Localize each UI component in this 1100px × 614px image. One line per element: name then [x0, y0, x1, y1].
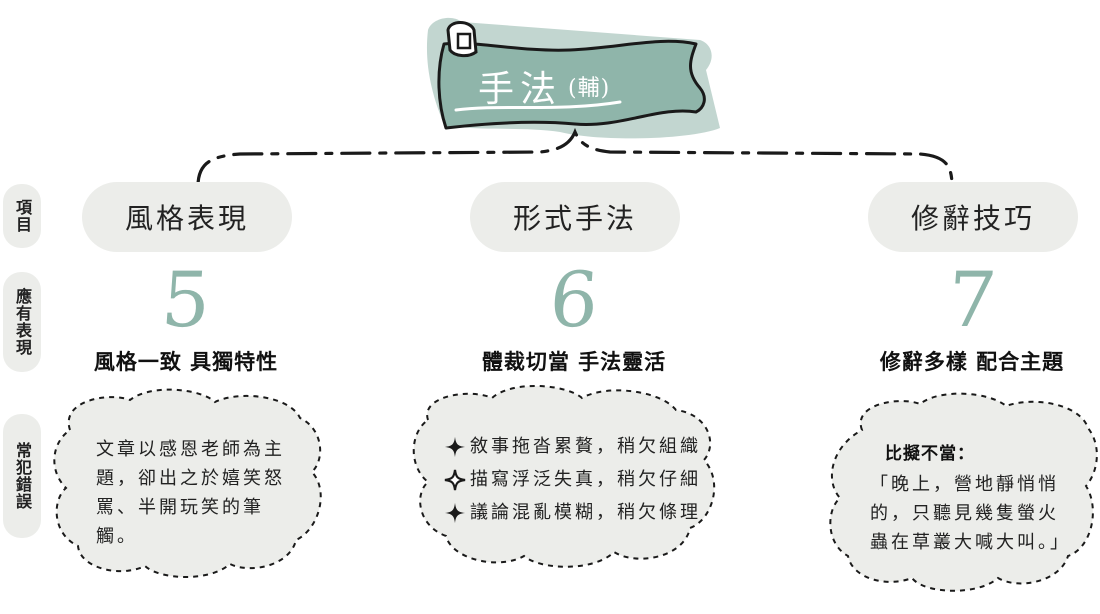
- mistake-cloud-left: [53, 388, 322, 578]
- mistake-text-style: 文章以感恩老師為主題，卻出之於嬉笑怒罵、半開玩笑的筆觸。: [96, 439, 285, 547]
- connector-bracket: [196, 127, 954, 188]
- list-item: 描寫浮泛失真，稍欠仔細: [444, 465, 714, 494]
- score-style: 5: [158, 255, 214, 344]
- score-form: 6: [546, 255, 602, 344]
- row-label-expectation: 應有表現: [3, 272, 41, 372]
- mistake-list-form: 敘事拖沓累贅，稍欠組織 描寫浮泛失真，稍欠仔細 議論混亂模糊，稍欠條理: [444, 432, 714, 531]
- four-point-star-outline-icon: [444, 469, 466, 490]
- banner-highlight: [454, 100, 622, 112]
- expectation-form: 體裁切當 手法靈活: [481, 349, 667, 374]
- mistake-cloud-right: [829, 392, 1098, 592]
- list-item-text: 敘事拖沓累贅，稍欠組織: [470, 436, 701, 457]
- banner-subtitle: (輔): [568, 76, 611, 101]
- banner-curl: [446, 21, 478, 58]
- item-pill-rhetoric: 修辭技巧: [868, 182, 1078, 252]
- list-item-text: 描寫浮泛失真，稍欠仔細: [470, 469, 701, 490]
- list-item-text: 議論混亂模糊，稍欠條理: [470, 502, 701, 523]
- banner-curl-inner: [456, 32, 472, 50]
- mistake-text-rhetoric: 「晚上，營地靜悄悄的，只聽見幾隻螢火蟲在草叢大喊大叫。」: [870, 474, 1071, 553]
- expectation-style: 風格一致 具獨特性: [93, 349, 279, 374]
- banner-title: 手法: [478, 69, 563, 110]
- list-item: 議論混亂模糊，稍欠條理: [444, 498, 714, 527]
- expectation-rhetoric: 修辭多樣 配合主題: [879, 349, 1065, 374]
- row-label-mistakes: 常犯錯誤: [3, 414, 41, 538]
- item-pill-form: 形式手法: [470, 182, 680, 252]
- banner-title-group: 手法 (輔): [478, 58, 678, 114]
- score-rhetoric: 7: [944, 255, 1000, 344]
- mistake-title-rhetoric: 比擬不當：: [885, 444, 975, 464]
- list-item: 敘事拖沓累贅，稍欠組織: [444, 432, 714, 461]
- four-point-star-icon: [444, 436, 466, 457]
- row-label-item: 項目: [3, 184, 41, 248]
- item-pill-style: 風格表現: [82, 182, 292, 252]
- four-point-star-icon: [444, 502, 466, 523]
- mistake-cloud-center: [412, 384, 716, 568]
